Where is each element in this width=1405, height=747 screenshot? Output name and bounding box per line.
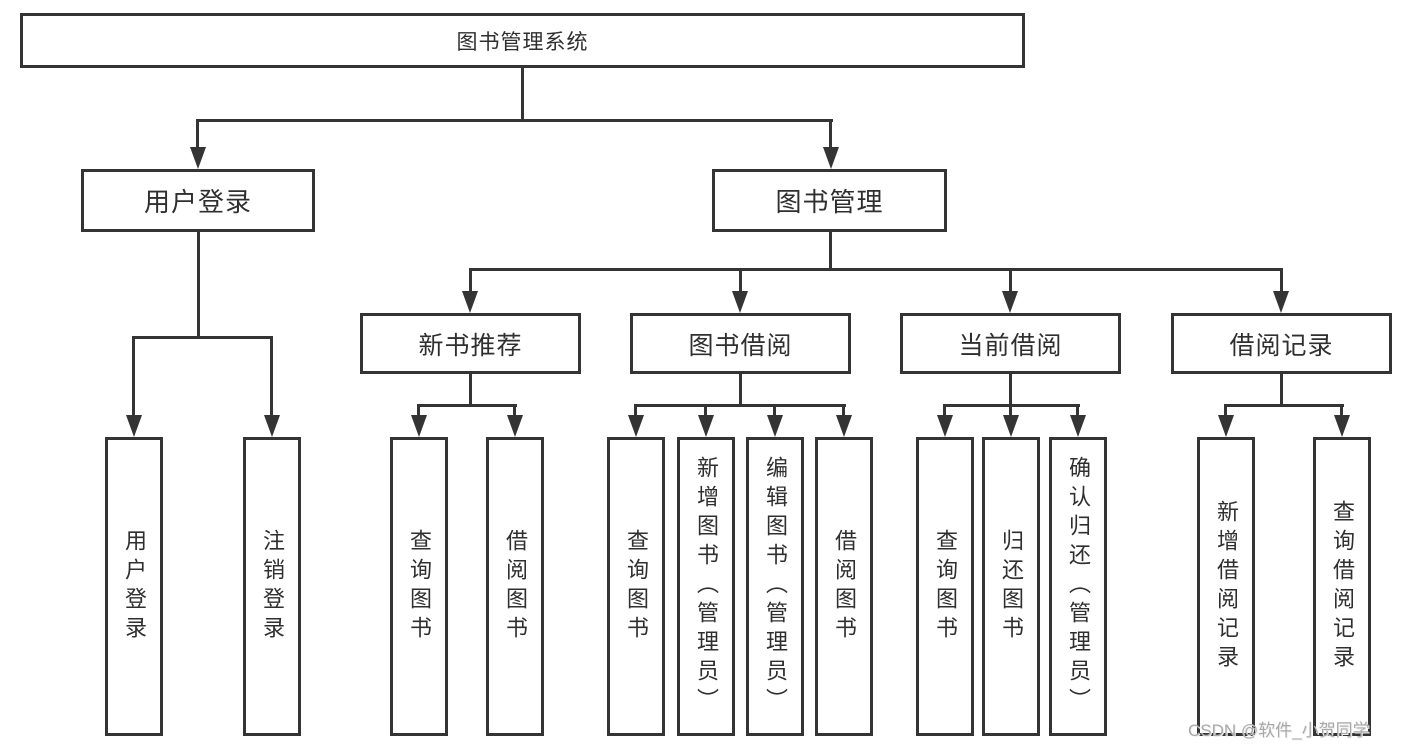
leaf-label: 新增图书（管理员） (694, 456, 719, 717)
leaf-label: 确认归还（管理员） (1066, 456, 1091, 717)
node-library-management-system: 图书管理系统 (20, 13, 1025, 68)
connector-g2-drop (842, 404, 845, 417)
arrow-down-icon (1002, 291, 1018, 313)
connector-g1-drop (513, 404, 516, 417)
connector-g3-drop (943, 404, 946, 417)
arrow-down-icon (507, 415, 523, 437)
leaf-label: 新增借阅记录 (1214, 499, 1239, 674)
connector-g4-bar (1224, 404, 1344, 407)
leaf-confirm-return-admin: 确认归还（管理员） (1049, 437, 1107, 736)
arrow-down-icon (767, 415, 783, 437)
node-label: 图书管理系统 (456, 30, 589, 54)
connector-login-drop (270, 336, 273, 416)
leaf-label: 用户登录 (122, 528, 147, 645)
connector-root-right-drop (829, 119, 832, 150)
connector-g1-stem (469, 373, 472, 406)
leaf-label: 查询借阅记录 (1330, 499, 1355, 674)
arrow-down-icon (462, 291, 478, 313)
node-book-borrowing: 图书借阅 (630, 313, 851, 374)
arrow-down-icon (1003, 415, 1019, 437)
leaf-query-books-current: 查询图书 (916, 437, 974, 736)
leaf-return-book: 归还图书 (982, 437, 1040, 736)
leaf-query-books-recommend: 查询图书 (390, 437, 448, 736)
leaf-label: 编辑图书（管理员） (763, 456, 788, 717)
arrow-down-icon (190, 147, 206, 169)
connector-g4-drop (1340, 404, 1343, 417)
connector-g4-stem (1280, 373, 1283, 406)
leaf-query-books-borrow: 查询图书 (607, 437, 665, 736)
node-new-book-recommendation: 新书推荐 (360, 313, 581, 374)
node-user-login: 用户登录 (81, 169, 315, 232)
connector-mgmt-bar (469, 268, 1282, 271)
leaf-borrow-books: 借阅图书 (815, 437, 873, 736)
leaf-label: 借阅图书 (503, 528, 528, 645)
arrow-down-icon (126, 415, 142, 437)
csdn-watermark: CSDN @软件_小贺同学 (1188, 721, 1370, 740)
connector-g3-stem (1009, 373, 1012, 406)
leaf-label: 查询图书 (933, 528, 958, 645)
node-book-management: 图书管理 (712, 169, 947, 232)
connector-g2-drop (704, 404, 707, 417)
connector-mgmt-drop (1009, 268, 1012, 294)
connector-g3-drop (1009, 404, 1012, 417)
connector-root-bar (196, 119, 833, 122)
leaf-edit-book-admin: 编辑图书（管理员） (746, 437, 804, 736)
leaf-borrow-books-recommend: 借阅图书 (486, 437, 544, 736)
arrow-down-icon (823, 147, 839, 169)
leaf-user-login: 用户登录 (105, 437, 163, 736)
connector-mgmt-drop (1280, 268, 1283, 294)
arrow-down-icon (1334, 415, 1350, 437)
connector-mgmt-stem (829, 232, 832, 270)
leaf-query-borrow-record: 查询借阅记录 (1313, 437, 1371, 736)
connector-g4-drop (1224, 404, 1227, 417)
arrow-down-icon (628, 415, 644, 437)
node-label: 用户登录 (143, 187, 252, 217)
connector-g1-drop (417, 404, 420, 417)
arrow-down-icon (836, 415, 852, 437)
connector-g2-drop (773, 404, 776, 417)
node-current-borrowing: 当前借阅 (900, 313, 1121, 374)
arrow-down-icon (698, 415, 714, 437)
connector-root-left-drop (196, 119, 199, 150)
arrow-down-icon (937, 415, 953, 437)
leaf-label: 查询图书 (624, 528, 649, 645)
leaf-label: 归还图书 (999, 528, 1024, 645)
connector-login-bar (132, 336, 273, 339)
connector-mgmt-drop (739, 268, 742, 294)
leaf-label: 借阅图书 (832, 528, 857, 645)
connector-g1-bar (417, 404, 517, 407)
node-label: 当前借阅 (958, 331, 1063, 360)
arrow-down-icon (732, 291, 748, 313)
arrow-down-icon (1273, 291, 1289, 313)
leaf-add-book-admin: 新增图书（管理员） (677, 437, 735, 736)
arrow-down-icon (1070, 415, 1086, 437)
node-label: 新书推荐 (418, 331, 523, 360)
connector-g2-drop (634, 404, 637, 417)
node-label: 图书管理 (775, 187, 884, 217)
leaf-label: 查询图书 (407, 528, 432, 645)
connector-login-drop (132, 336, 135, 416)
connector-root-stem (521, 68, 524, 121)
connector-g3-drop (1076, 404, 1079, 417)
connector-login-stem (197, 232, 200, 338)
leaf-add-borrow-record: 新增借阅记录 (1197, 437, 1255, 736)
leaf-label: 注销登录 (260, 528, 285, 645)
arrow-down-icon (264, 415, 280, 437)
node-label: 图书借阅 (688, 331, 793, 360)
connector-mgmt-drop (469, 268, 472, 294)
arrow-down-icon (1218, 415, 1234, 437)
node-borrowing-records: 借阅记录 (1171, 313, 1392, 374)
leaf-logout: 注销登录 (243, 437, 301, 736)
connector-g2-stem (739, 373, 742, 406)
arrow-down-icon (411, 415, 427, 437)
node-label: 借阅记录 (1229, 331, 1334, 360)
connector-g2-bar (634, 404, 846, 407)
